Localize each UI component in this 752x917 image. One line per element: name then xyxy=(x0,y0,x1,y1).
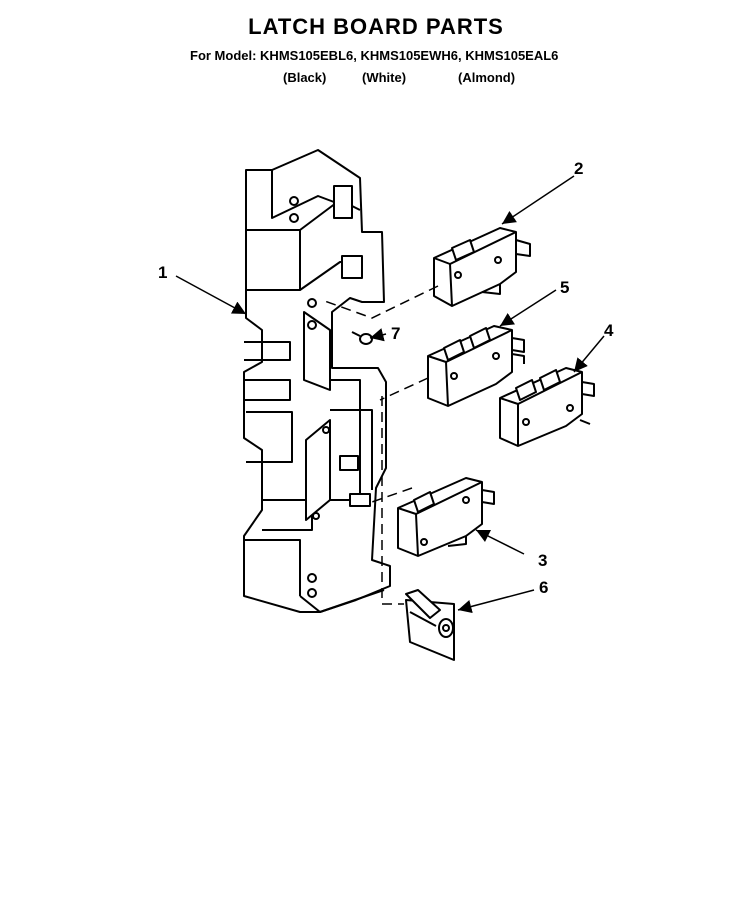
color-almond-label: (Almond) xyxy=(458,70,516,85)
alignment-lines xyxy=(321,285,439,605)
callout-4: 4 xyxy=(604,321,614,340)
switch-part-3 xyxy=(397,477,495,557)
switch-part-2 xyxy=(433,227,531,307)
screw-part-7 xyxy=(351,331,373,345)
switch-part-4 xyxy=(499,367,595,447)
model-numbers: For Model: KHMS105EBL6, KHMS105EWH6, KHM… xyxy=(190,48,559,63)
color-white-label: (White) xyxy=(362,70,407,85)
callout-2: 2 xyxy=(574,159,583,178)
callout-1: 1 xyxy=(158,263,167,282)
color-black-label: (Black) xyxy=(283,70,327,85)
callout-7: 7 xyxy=(391,324,400,343)
leader-arrows xyxy=(175,175,605,614)
page-title: LATCH BOARD PARTS xyxy=(248,14,504,39)
latch-board-frame xyxy=(243,149,391,613)
callout-5: 5 xyxy=(560,278,569,297)
actuator-part-6 xyxy=(405,589,455,661)
callout-3: 3 xyxy=(538,551,547,570)
callout-6: 6 xyxy=(539,578,548,597)
switch-part-5 xyxy=(427,325,525,407)
